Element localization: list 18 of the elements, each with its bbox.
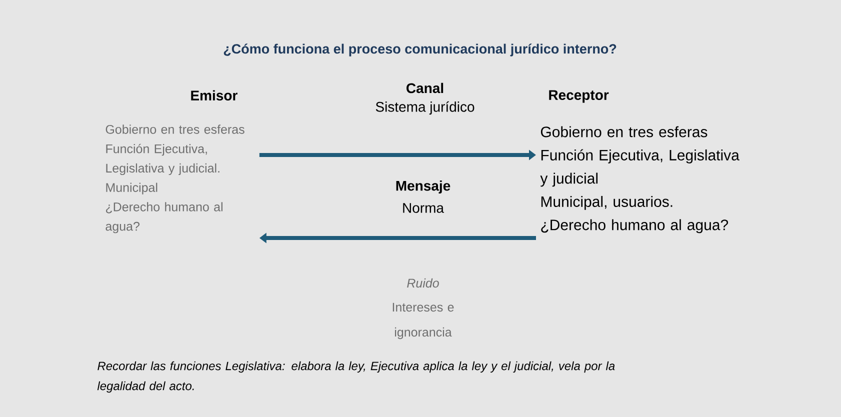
- body-text: ¿Derecho humano al agua?: [541, 219, 728, 234]
- body-text: Gobierno en tres esferas: [106, 124, 244, 134]
- label: Canal: [406, 82, 444, 94]
- label: Intereses e ignorancia: [392, 302, 454, 340]
- label: Norma: [403, 203, 444, 213]
- body-text: Función Ejecutiva, Legislativa y judicial.: [106, 144, 220, 176]
- body-text: Gobierno en tres esferas: [540, 126, 708, 138]
- body-text: Municipal: [106, 182, 158, 194]
- label: Mensaje: [396, 180, 450, 194]
- body-text: ¿Derecho humano al agua?: [106, 202, 222, 234]
- body-text: Municipal, usuarios.: [541, 196, 672, 210]
- column-heading: Receptor: [549, 90, 609, 103]
- column-heading: Emisor: [191, 90, 238, 100]
- body-text: Función Ejecutiva, Legislativa y judicial: [540, 149, 740, 187]
- title: ¿Cómo funciona el proceso comunicacional jurídico interno?: [224, 44, 616, 56]
- label: Sistema jurídico: [376, 101, 474, 115]
- note: Recordar las funciones Legislativa: elabora la ley, Ejecutiva aplica la ley y el judicial, vela por la legalidad del acto.: [97, 361, 615, 393]
- label: Ruido: [407, 278, 439, 288]
